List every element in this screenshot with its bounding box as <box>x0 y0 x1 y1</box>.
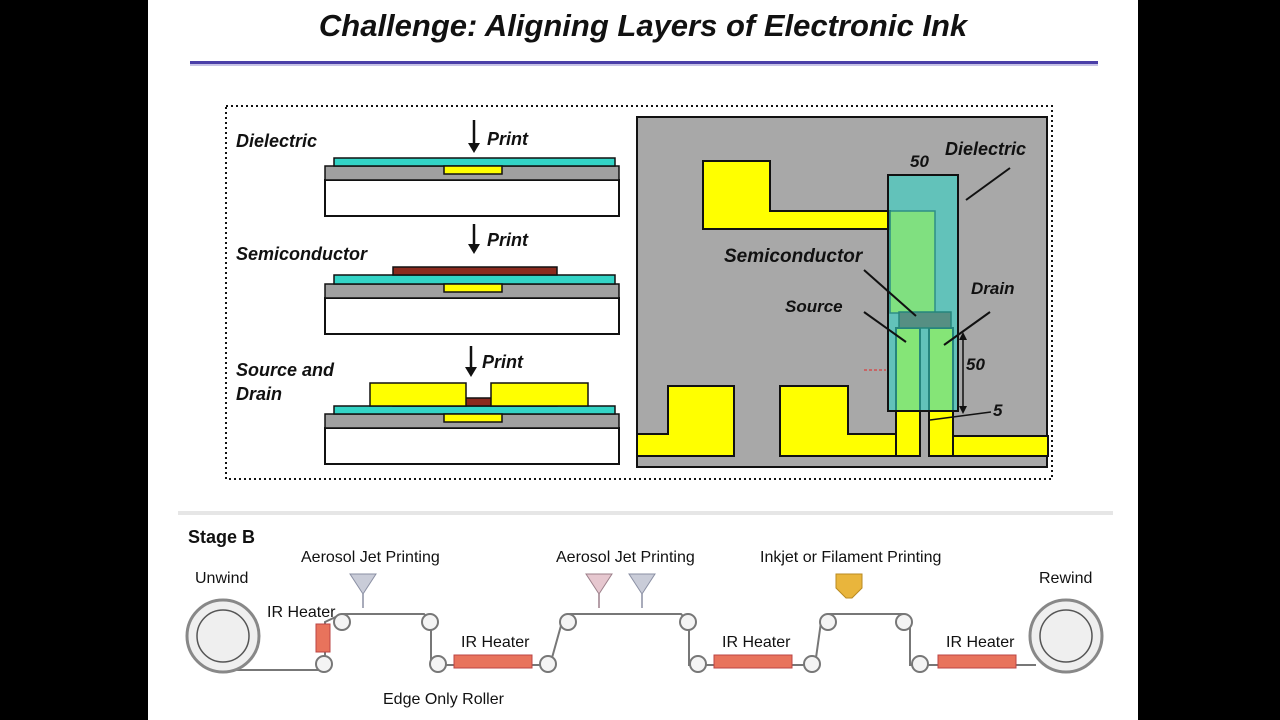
roller-4 <box>559 613 577 631</box>
roller-2 <box>333 613 351 631</box>
cross-section-step-semiconductor: Semiconductor Print <box>236 224 620 335</box>
source-electrode-3 <box>369 382 467 407</box>
rewind-roll <box>1028 598 1104 674</box>
stage-b-panel: Stage B Unwind Rewind Aerosol Jet Printi… <box>185 527 1104 708</box>
roller-7 <box>895 613 913 631</box>
slide: Challenge: Aligning Layers of Electronic… <box>148 0 1138 720</box>
cross-section-step-dielectric: Dielectric Print <box>236 120 620 217</box>
ir-heater-1 <box>453 654 533 669</box>
cross-section-step-source-drain: Source and Drain Print <box>236 346 620 465</box>
layout-label-source: Source <box>785 297 843 316</box>
drain-trace <box>947 435 1049 457</box>
print-arrow-head-1 <box>468 143 480 153</box>
gate-1 <box>443 165 503 175</box>
ir-heater-label-vertical: IR Heater <box>267 604 336 621</box>
drain-electrode-3 <box>490 382 589 407</box>
web-path <box>223 613 1036 671</box>
title-rule-shadow <box>190 64 1098 66</box>
semiconductor-layer-2 <box>392 266 558 276</box>
stage-b-title: Stage B <box>188 527 255 547</box>
unwind-roll-inner <box>196 609 250 663</box>
diagram-svg: Dielectric Print Semiconductor Print <box>178 105 1113 708</box>
ir-heater-label-1: IR Heater <box>461 634 530 651</box>
print-label-3: Print <box>482 352 524 372</box>
dim-width-label: 50 <box>910 152 929 171</box>
edge-roller-label: Edge Only Roller <box>383 691 505 708</box>
rollers <box>315 613 929 673</box>
substrate-2 <box>324 297 620 335</box>
dim-length-label: 50 <box>966 355 985 374</box>
layout-label-dielectric: Dielectric <box>945 139 1026 159</box>
stage-separator <box>178 511 1113 515</box>
dielectric-layer-3 <box>333 405 616 415</box>
layout-label-semiconductor: Semiconductor <box>724 246 864 267</box>
aerosol-head-1 <box>349 573 377 595</box>
edge-roller-5 <box>911 655 929 673</box>
roller-5 <box>679 613 697 631</box>
inkjet-head <box>835 573 863 599</box>
source-pad-left <box>636 385 735 457</box>
step-label-drain: Drain <box>236 384 282 404</box>
dim-gap-label: 5 <box>993 401 1003 420</box>
aerosol-head-2a <box>585 573 613 595</box>
step-label-semiconductor: Semiconductor <box>236 244 368 264</box>
step-label-dielectric: Dielectric <box>236 131 317 151</box>
ir-heater-label-3: IR Heater <box>946 634 1015 651</box>
print-arrow-head-2 <box>468 244 480 254</box>
roller-1 <box>315 655 333 673</box>
ir-heater-3 <box>937 654 1017 669</box>
ir-heater-2 <box>713 654 793 669</box>
cross-section-panel: Dielectric Print Semiconductor Print <box>236 120 620 465</box>
dim-length-arrow-bottom <box>959 406 967 414</box>
rewind-label: Rewind <box>1039 570 1092 587</box>
semiconductor-pointer <box>863 269 917 317</box>
title-rule <box>190 61 1098 64</box>
source-pointer <box>863 311 907 343</box>
slide-title: Challenge: Aligning Layers of Electronic… <box>318 8 968 43</box>
unwind-roll <box>185 598 261 674</box>
figure-frame <box>225 105 1053 480</box>
print-arrow-head-3 <box>465 367 477 377</box>
gate-2 <box>443 283 503 293</box>
dielectric-pointer <box>965 167 1011 201</box>
unwind-label: Unwind <box>195 570 248 587</box>
step-label-source-and: Source and <box>236 360 335 380</box>
ir-heater-label-2: IR Heater <box>722 634 791 651</box>
print-label-2: Print <box>487 230 529 250</box>
gate-3 <box>443 413 503 423</box>
dim-gap-pointer <box>929 411 992 421</box>
inkjet-label: Inkjet or Filament Printing <box>760 549 941 566</box>
rewind-roll-inner <box>1039 609 1093 663</box>
aerosol-label-2: Aerosol Jet Printing <box>556 549 695 566</box>
ir-heater-vertical <box>315 623 331 653</box>
layout-label-drain: Drain <box>971 279 1014 298</box>
dim-length-arrow-top <box>959 332 967 340</box>
edge-roller-3 <box>689 655 707 673</box>
dielectric-layer-2 <box>333 274 616 285</box>
substrate-3 <box>324 427 620 465</box>
dielectric-layer-1 <box>333 157 616 167</box>
substrate-1 <box>324 179 620 217</box>
layout-view-panel: Dielectric 50 Semiconductor Source Drain… <box>636 116 1049 468</box>
dielectric-region <box>887 174 959 412</box>
aerosol-label-1: Aerosol Jet Printing <box>301 549 440 566</box>
print-label-1: Print <box>487 129 529 149</box>
edge-roller-2 <box>539 655 557 673</box>
roller-3 <box>421 613 439 631</box>
drain-pointer <box>943 311 991 346</box>
edge-roller-4 <box>803 655 821 673</box>
edge-roller-1 <box>429 655 447 673</box>
aerosol-head-2b <box>628 573 656 595</box>
roller-6 <box>819 613 837 631</box>
